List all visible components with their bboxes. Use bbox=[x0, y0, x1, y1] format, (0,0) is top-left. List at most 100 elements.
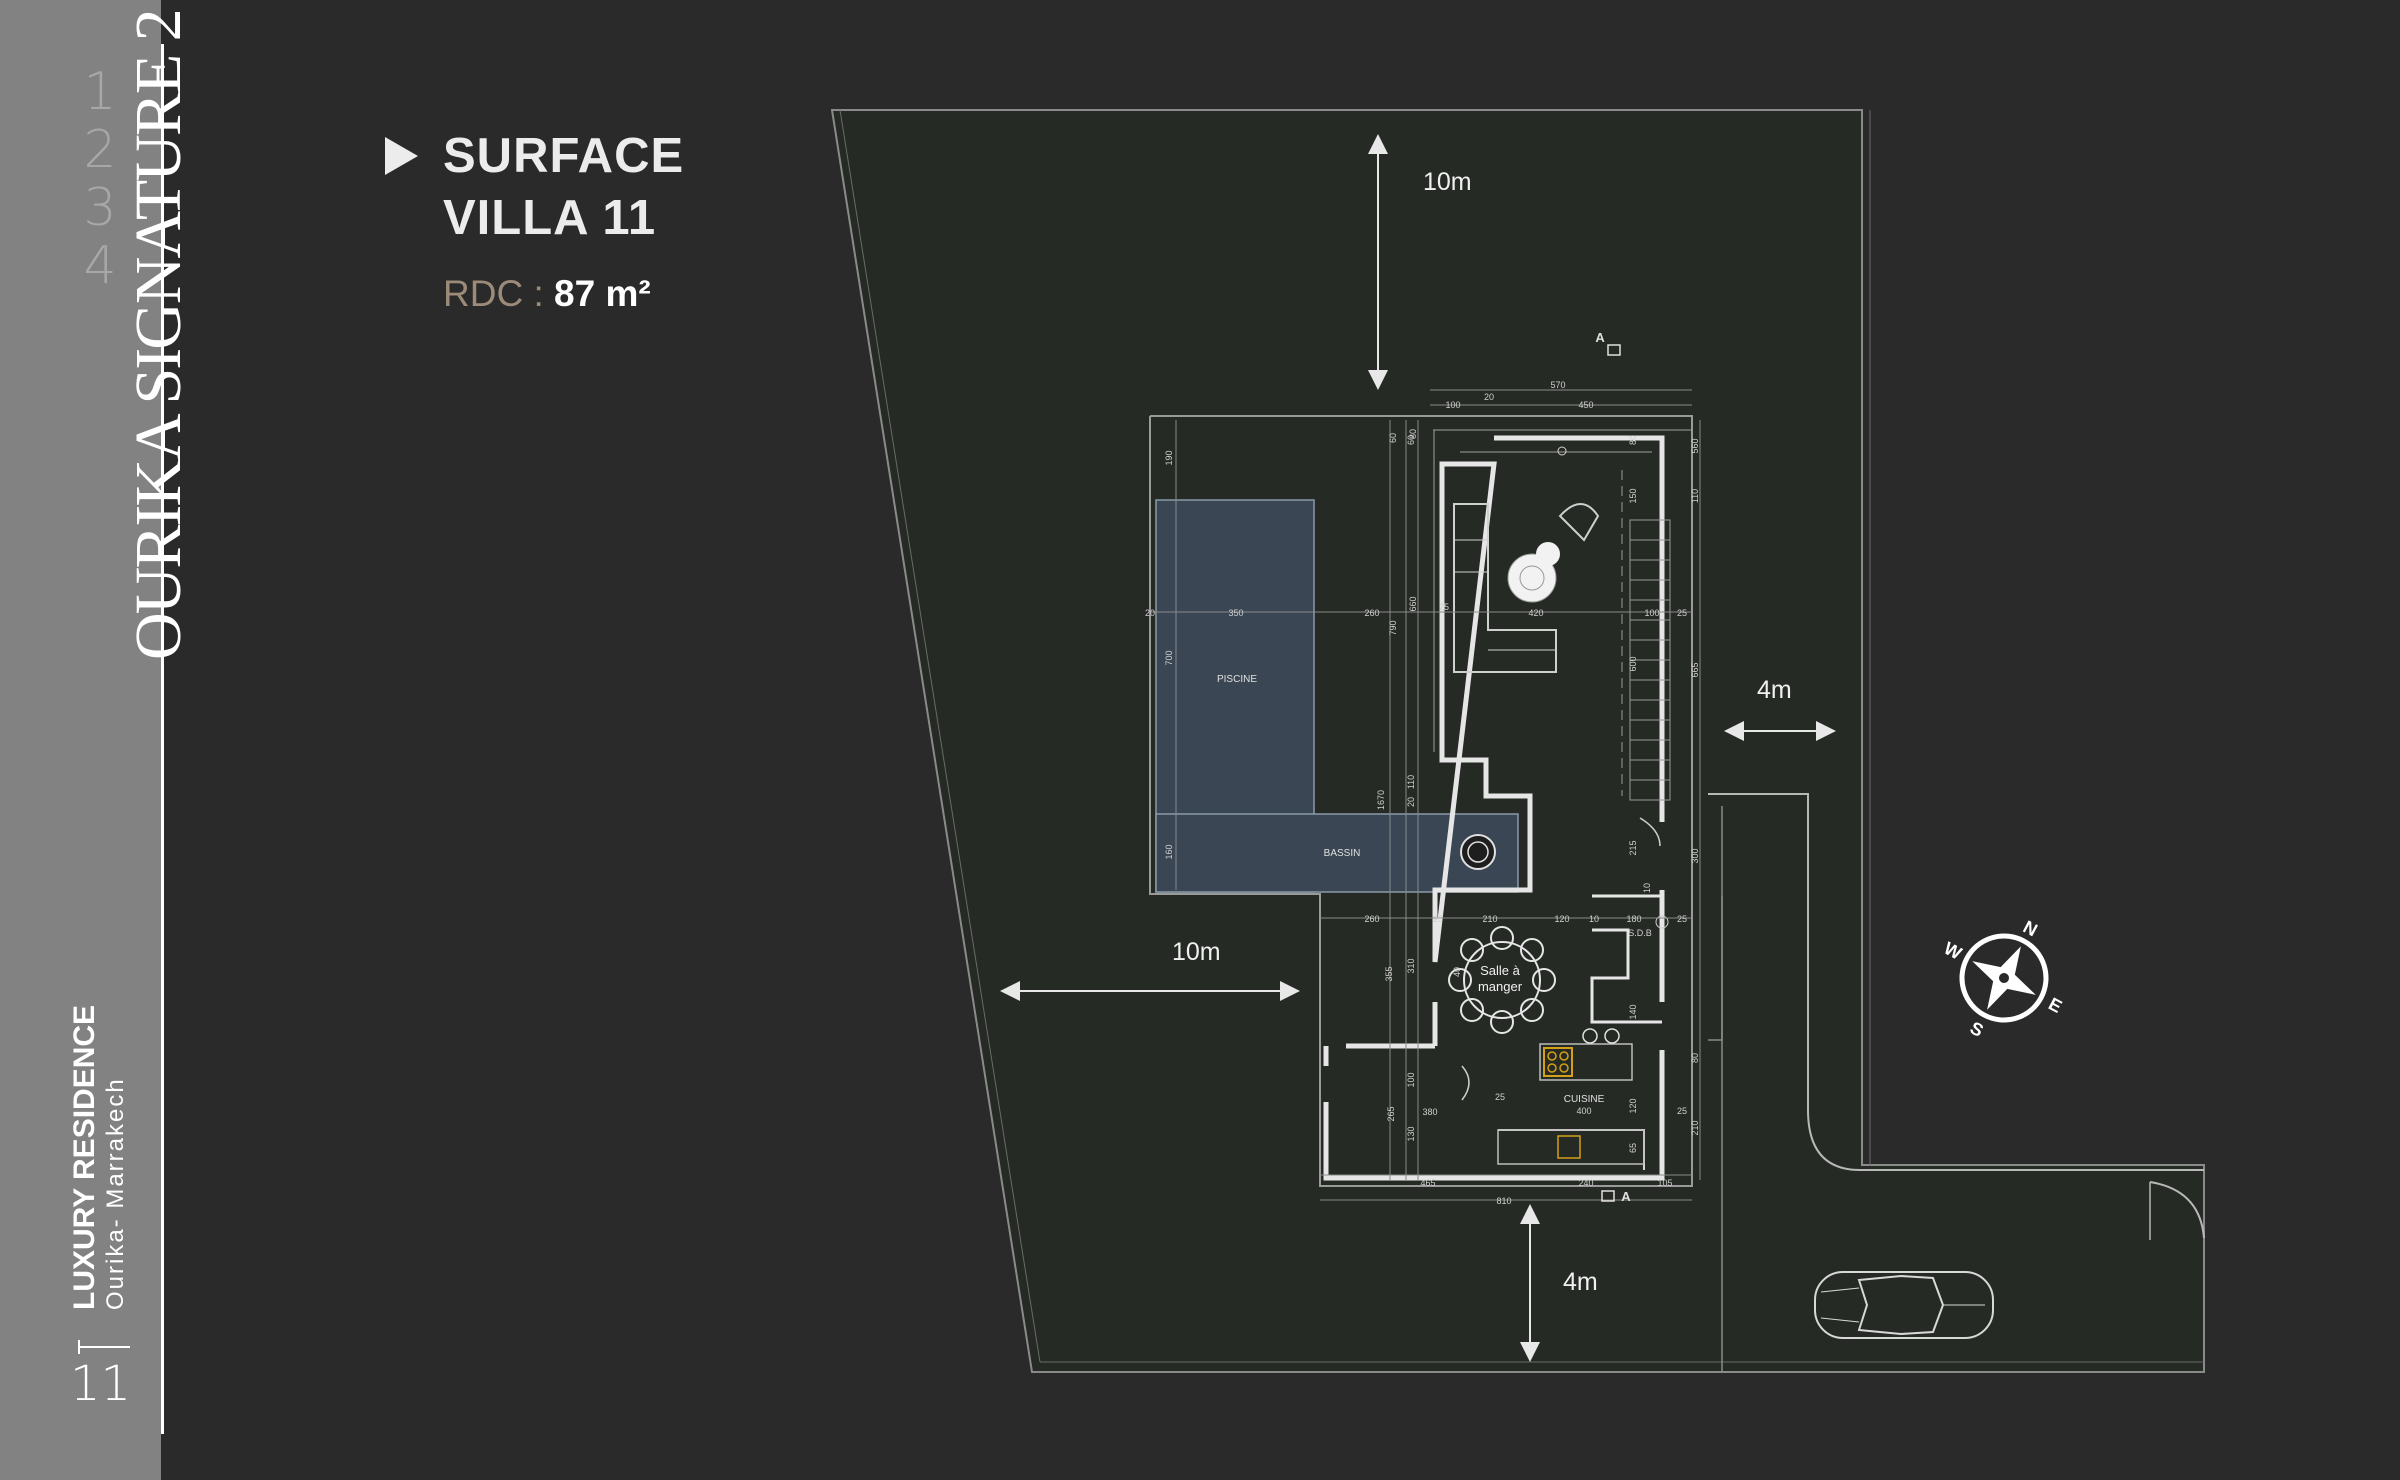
svg-text:E: E bbox=[2045, 994, 2065, 1017]
svg-text:25: 25 bbox=[1439, 602, 1449, 612]
fountain bbox=[1460, 834, 1496, 870]
svg-text:20: 20 bbox=[1145, 608, 1155, 618]
page-number: 11 bbox=[70, 1356, 132, 1412]
dimension-lines bbox=[1150, 389, 1701, 1201]
svg-text:10: 10 bbox=[1589, 914, 1599, 924]
svg-text:N: N bbox=[2020, 917, 2041, 941]
step-4[interactable]: 4 bbox=[83, 236, 117, 296]
svg-text:10: 10 bbox=[1642, 883, 1652, 893]
bar-stool bbox=[1604, 1028, 1620, 1044]
plant-icon bbox=[1507, 553, 1557, 603]
svg-text:215: 215 bbox=[1628, 840, 1638, 855]
basin bbox=[1155, 813, 1519, 893]
svg-text:600: 600 bbox=[1628, 656, 1638, 671]
svg-text:700: 700 bbox=[1164, 650, 1174, 665]
dining-table bbox=[1448, 926, 1556, 1034]
svg-text:140: 140 bbox=[1628, 1004, 1638, 1019]
svg-text:80: 80 bbox=[1690, 1053, 1700, 1063]
setback-east-label: 4m bbox=[1757, 676, 1792, 704]
sidebar bbox=[0, 0, 161, 1480]
svg-text:65: 65 bbox=[1628, 1143, 1638, 1153]
armchair bbox=[1558, 503, 1600, 542]
hob-icon bbox=[1543, 1047, 1573, 1077]
svg-text:1670: 1670 bbox=[1376, 790, 1386, 810]
setback-south-label: 4m bbox=[1563, 1268, 1598, 1296]
step-2[interactable]: 2 bbox=[83, 120, 117, 180]
hob-burner bbox=[1559, 1051, 1569, 1061]
stairs bbox=[1629, 519, 1671, 801]
title-line-2: VILLA 11 bbox=[443, 191, 657, 245]
svg-text:80: 80 bbox=[1408, 429, 1418, 439]
svg-text:180: 180 bbox=[1626, 914, 1641, 924]
area-value: 87 m² bbox=[554, 273, 651, 314]
ceiling-light bbox=[1557, 446, 1567, 456]
gate-swing bbox=[2149, 1181, 2205, 1239]
step-3[interactable]: 3 bbox=[83, 178, 117, 238]
svg-text:210: 210 bbox=[1482, 914, 1497, 924]
bar-stool bbox=[1582, 1028, 1598, 1044]
play-icon[interactable] bbox=[385, 137, 418, 175]
terrace-outline bbox=[1149, 415, 1693, 1187]
svg-text:810: 810 bbox=[1496, 1196, 1511, 1206]
svg-text:420: 420 bbox=[1528, 608, 1543, 618]
svg-text:25: 25 bbox=[1433, 914, 1443, 924]
setback-north-label: 10m bbox=[1423, 168, 1472, 196]
svg-text:300: 300 bbox=[1690, 848, 1700, 863]
svg-text:A: A bbox=[1595, 330, 1605, 345]
svg-text:665: 665 bbox=[1690, 662, 1700, 677]
svg-text:60: 60 bbox=[1388, 433, 1398, 443]
sidebar-divider bbox=[161, 44, 164, 1434]
svg-text:570: 570 bbox=[1550, 380, 1565, 390]
svg-text:100: 100 bbox=[1406, 1072, 1416, 1087]
svg-text:120: 120 bbox=[1554, 914, 1569, 924]
kitchen-sink bbox=[1557, 1135, 1581, 1159]
svg-text:A: A bbox=[1621, 1189, 1631, 1204]
svg-text:350: 350 bbox=[1228, 608, 1243, 618]
partition-bath bbox=[1590, 894, 1662, 1024]
section-marker-top: A bbox=[1595, 330, 1621, 356]
kitchen-island bbox=[1539, 1043, 1633, 1081]
svg-text:80: 80 bbox=[1628, 435, 1638, 445]
floor-label: RDC bbox=[443, 273, 524, 314]
page-number-rule bbox=[78, 1346, 130, 1348]
svg-text:160: 160 bbox=[1164, 844, 1174, 859]
svg-text:25: 25 bbox=[1495, 1092, 1505, 1102]
svg-text:110: 110 bbox=[1690, 489, 1700, 503]
svg-text:25: 25 bbox=[1677, 1106, 1687, 1116]
svg-text:260: 260 bbox=[1364, 914, 1379, 924]
svg-text:120: 120 bbox=[1628, 1098, 1638, 1113]
svg-text:790: 790 bbox=[1388, 620, 1398, 635]
pool-label: PISCINE bbox=[1217, 674, 1257, 685]
fountain-core bbox=[1467, 841, 1489, 863]
bath-label: S.D.B bbox=[1628, 928, 1652, 938]
surface-summary: RDC : 87 m² bbox=[443, 272, 651, 316]
hob-burner bbox=[1547, 1051, 1557, 1061]
house-walls bbox=[1323, 435, 1665, 1181]
svg-text:60: 60 bbox=[1406, 435, 1416, 445]
svg-text:465: 465 bbox=[1420, 1178, 1435, 1188]
dining-label-1: Salle à bbox=[1480, 963, 1521, 978]
hob-burner bbox=[1559, 1063, 1569, 1073]
setback-west-label: 10m bbox=[1172, 938, 1221, 966]
svg-text:105: 105 bbox=[1657, 1178, 1672, 1188]
driveway bbox=[1708, 793, 2204, 1171]
svg-text:450: 450 bbox=[1578, 400, 1593, 410]
step-1[interactable]: 1 bbox=[83, 62, 117, 122]
kitchen-counter bbox=[1497, 1129, 1645, 1165]
svg-text:260: 260 bbox=[1364, 608, 1379, 618]
house-walls-outer bbox=[1433, 429, 1692, 752]
svg-text:S: S bbox=[1967, 1018, 1987, 1041]
floor-separator: : bbox=[533, 273, 544, 314]
plot-edge-west bbox=[839, 109, 1041, 1363]
page-title: SURFACE VILLA 11 bbox=[443, 125, 684, 249]
svg-text:310: 310 bbox=[1406, 958, 1416, 973]
svg-text:20: 20 bbox=[1406, 797, 1416, 807]
wc-icon bbox=[1655, 915, 1669, 929]
title-line-1: SURFACE bbox=[443, 129, 685, 183]
car-icon bbox=[1814, 1271, 1994, 1339]
svg-text:110: 110 bbox=[1406, 775, 1416, 789]
svg-text:25: 25 bbox=[1677, 608, 1687, 618]
svg-text:100: 100 bbox=[1644, 608, 1659, 618]
svg-text:20: 20 bbox=[1484, 392, 1494, 402]
